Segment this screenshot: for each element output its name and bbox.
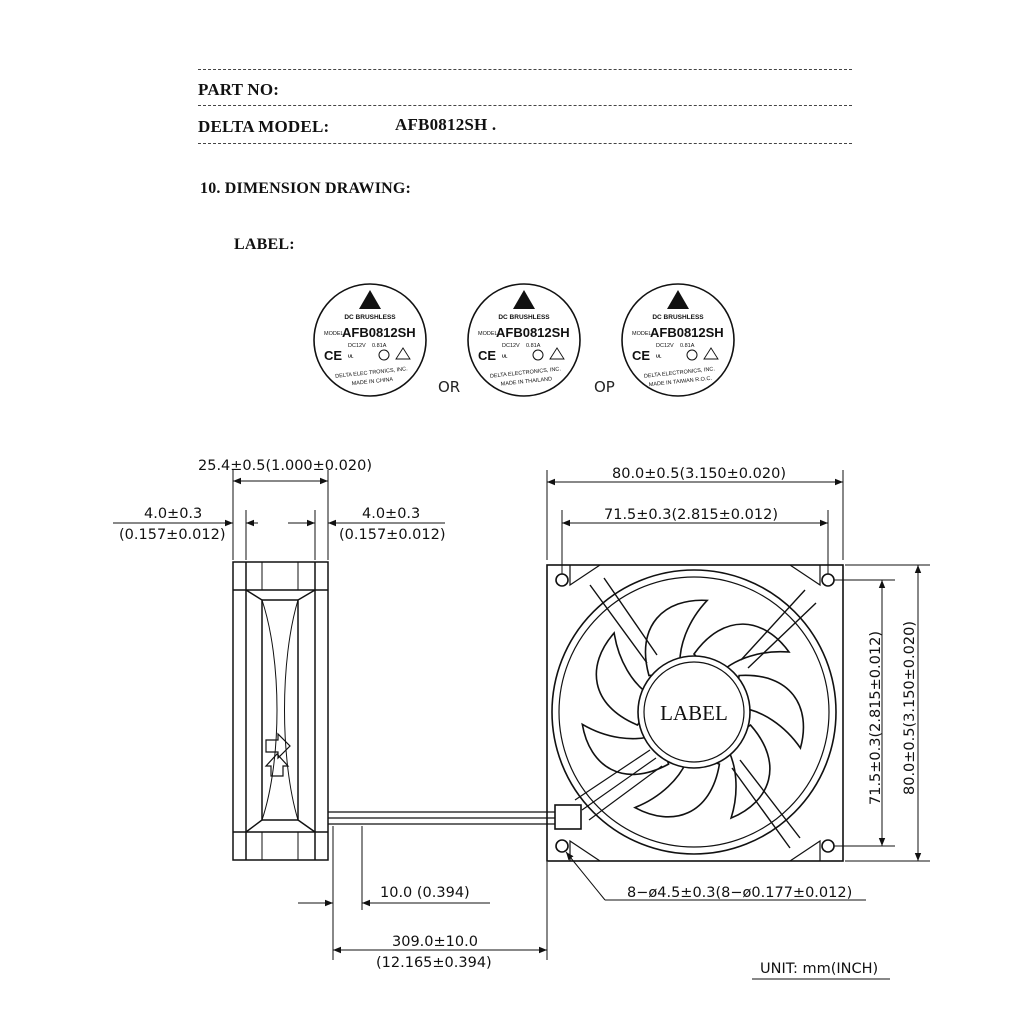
header-top-rule — [198, 69, 852, 70]
lead-length-mm-label: 309.0±10.0 — [392, 934, 478, 950]
strut — [589, 577, 658, 664]
overall-width-dimension — [546, 470, 844, 560]
flange-left-in-label: (0.157±0.012) — [119, 527, 225, 543]
label-rating-v: DC12V — [502, 343, 520, 349]
ul-mark-icon: ᵁᴸ — [502, 354, 508, 361]
label-model-tag: MODEL — [632, 331, 652, 337]
part-no-rule — [198, 105, 852, 106]
ce-mark-icon: CE — [632, 348, 650, 363]
airflow-arrow-icon — [265, 732, 291, 760]
hole-pitch-h-dimension — [561, 510, 829, 574]
delta-logo-icon — [359, 290, 381, 309]
warning-mark-icon — [395, 347, 411, 360]
hole-pitch-h-label: 71.5±0.3(2.815±0.012) — [604, 507, 778, 523]
label-model-tag: MODEL — [478, 331, 498, 337]
ul-mark-icon: ᵁᴸ — [348, 354, 354, 361]
label-model: AFB0812SH — [496, 325, 570, 340]
flange-right-mm-label: 4.0±0.3 — [362, 506, 420, 522]
side-width-label: 25.4±0.5(1.000±0.020) — [198, 458, 372, 474]
strut — [740, 589, 817, 669]
label-separator-or: OR — [438, 378, 460, 396]
cert-mark-icon — [532, 349, 544, 361]
delta-logo-icon — [513, 290, 535, 309]
part-no-label: PART NO: — [198, 80, 280, 99]
holes-label: 8−ø4.5±0.3(8−ø0.177±0.012) — [627, 885, 852, 901]
hub-label-text: LABEL — [660, 701, 728, 725]
strip-length-label: 10.0 (0.394) — [380, 885, 470, 901]
warning-mark-icon — [549, 347, 565, 360]
label-model-tag: MODEL — [324, 331, 344, 337]
delta-model-rule — [198, 143, 852, 144]
label-sticker-2: DC BRUSHLESS MODEL AFB0812SH DC12V 0.81A… — [467, 283, 581, 397]
label-outline — [467, 283, 581, 397]
label-line1: DC BRUSHLESS — [344, 314, 396, 321]
hole-pitch-v-label: 71.5±0.3(2.815±0.012) — [868, 631, 884, 805]
label-heading: LABEL: — [234, 236, 295, 253]
ce-mark-icon: CE — [478, 348, 496, 363]
label-separator-op: OP — [594, 378, 615, 396]
mount-hole — [555, 573, 569, 587]
strut — [731, 759, 801, 849]
overall-height-dimension — [845, 564, 930, 862]
lead-length-in-label: (12.165±0.394) — [376, 955, 492, 971]
delta-logo-icon — [667, 290, 689, 309]
label-line1: DC BRUSHLESS — [498, 314, 550, 321]
label-sticker-3: DC BRUSHLESS MODEL AFB0812SH DC12V 0.81A… — [621, 283, 735, 397]
cert-mark-icon — [378, 349, 390, 361]
warning-mark-icon — [703, 347, 719, 360]
fan-front-view — [546, 564, 844, 862]
label-sticker-1: DC BRUSHLESS MODEL AFB0812SH DC12V 0.81A… — [313, 283, 427, 397]
label-rating-v: DC12V — [656, 343, 674, 349]
label-rating-a: 0.81A — [680, 343, 695, 349]
flange-left-mm-label: 4.0±0.3 — [144, 506, 202, 522]
mount-hole — [555, 839, 569, 853]
fan-side-view — [232, 561, 329, 861]
label-outline — [621, 283, 735, 397]
side-width-dimension — [232, 470, 329, 560]
flange-right-in-label: (0.157±0.012) — [339, 527, 445, 543]
label-model: AFB0812SH — [650, 325, 724, 340]
unit-label: UNIT: mm(INCH) — [760, 961, 878, 977]
label-line1: DC BRUSHLESS — [652, 314, 704, 321]
flange-dimension — [113, 510, 445, 560]
frame-outline — [546, 564, 844, 862]
rotation-arrow-icon — [264, 753, 290, 777]
overall-height-label: 80.0±0.5(3.150±0.020) — [902, 621, 918, 795]
label-rating-a: 0.81A — [526, 343, 541, 349]
holes-leader — [565, 851, 866, 901]
ul-mark-icon: ᵁᴸ — [656, 354, 662, 361]
overall-width-label: 80.0±0.5(3.150±0.020) — [612, 466, 786, 482]
label-origin: MADE IN THAILAND — [500, 376, 552, 387]
section-title: 10. DIMENSION DRAWING: — [200, 180, 412, 197]
hub-outer — [637, 655, 751, 769]
strip-length-dimension — [298, 826, 490, 960]
cert-mark-icon — [686, 349, 698, 361]
side-outline — [232, 561, 329, 861]
hub-inner — [643, 661, 745, 763]
mount-hole — [821, 839, 835, 853]
label-outline — [313, 283, 427, 397]
ce-mark-icon: CE — [324, 348, 342, 363]
connector — [554, 804, 582, 830]
label-origin: MADE IN CHINA — [351, 377, 393, 387]
lead-length-dimension — [333, 862, 548, 960]
hole-pitch-v-dimension — [834, 579, 895, 847]
delta-model-value: AFB0812SH . — [395, 115, 497, 134]
lead-wires — [328, 811, 555, 825]
mount-hole — [821, 573, 835, 587]
label-model: AFB0812SH — [342, 325, 416, 340]
label-rating-v: DC12V — [348, 343, 366, 349]
wire-channel — [574, 749, 663, 821]
delta-model-label: DELTA MODEL: — [198, 117, 330, 136]
label-rating-a: 0.81A — [372, 343, 387, 349]
venturi-outer — [551, 569, 837, 855]
